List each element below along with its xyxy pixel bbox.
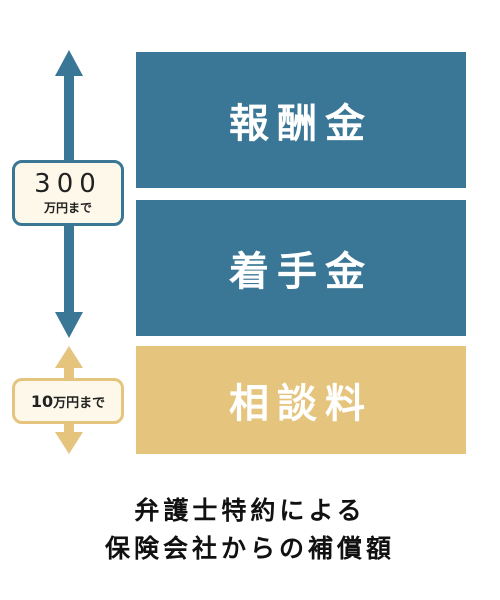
reward-fee-label: 報酬金: [229, 101, 373, 147]
consultation-fee-label: 相談料: [229, 381, 373, 427]
upper-limit-unit: 万円まで: [43, 201, 92, 215]
coverage-caption: 弁護士特約による 保険会社からの補償額: [0, 492, 500, 568]
reward-fee-block: 報酬金: [136, 52, 466, 188]
lower-limit-unit: 万円まで: [53, 395, 106, 411]
caption-line-2: 保険会社からの補償額: [104, 534, 395, 563]
lower-limit-amount: 10: [30, 391, 54, 411]
retainer-fee-block: 着手金: [136, 200, 466, 336]
retainer-fee-label: 着手金: [229, 249, 373, 295]
lower-limit-badge: 10万円まで: [12, 378, 124, 424]
upper-limit-amount: 300: [34, 169, 102, 199]
upper-limit-badge: 300 万円まで: [12, 160, 124, 226]
caption-line-1: 弁護士特約による: [134, 496, 366, 525]
consultation-fee-block: 相談料: [136, 346, 466, 454]
